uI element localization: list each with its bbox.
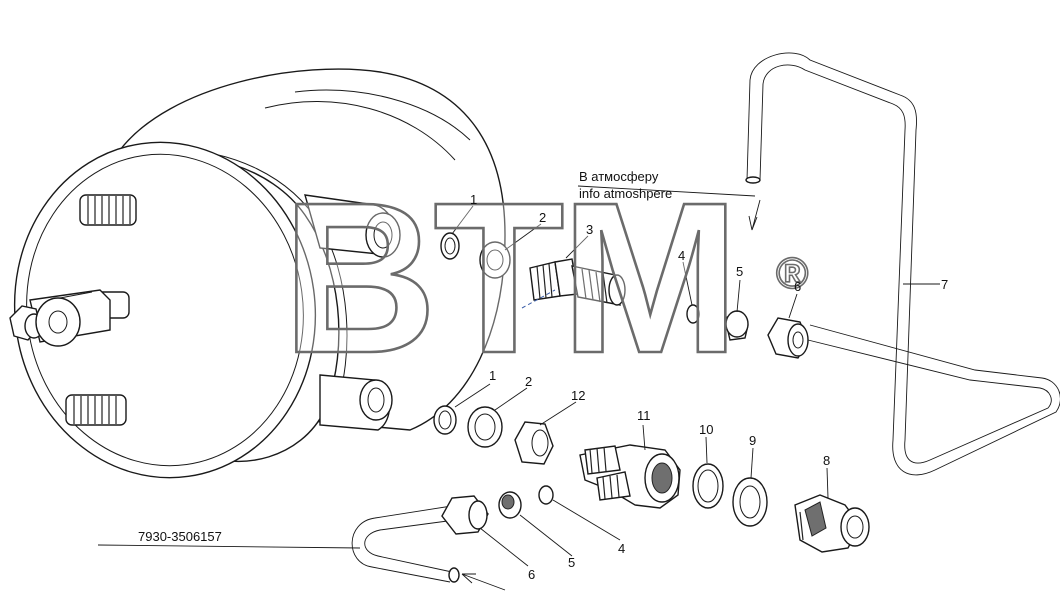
mounting-stud-upper [79, 194, 137, 226]
watermark-registered-mark: ® [776, 249, 808, 298]
callout-numbers: 1 2 3 4 5 6 7 1 2 12 11 10 9 8 6 5 4 [470, 192, 948, 582]
bottom-row-parts [351, 405, 870, 583]
callout-1-bottom: 1 [489, 368, 496, 383]
small-ring-bottom [538, 485, 554, 505]
callout-5-top: 5 [736, 264, 743, 279]
callout-12: 12 [571, 388, 585, 403]
tee-fitting [579, 444, 681, 509]
callout-1-top: 1 [470, 192, 477, 207]
threaded-nipple [529, 258, 626, 306]
tube-assembly [351, 495, 489, 583]
callout-10: 10 [699, 422, 713, 437]
annotations: В атмосферу info atmoshpere 7930-3506157 [138, 169, 672, 544]
valve-8 [794, 494, 870, 553]
callout-9: 9 [749, 433, 756, 448]
breather-pipe [745, 52, 1060, 476]
small-ring-top [686, 304, 700, 324]
o-ring-top [440, 232, 460, 260]
callout-2-top: 2 [539, 210, 546, 225]
mounting-stud-lower [65, 394, 127, 426]
top-row-parts [440, 52, 1060, 476]
leader-lines [97, 185, 940, 591]
washer-bottom [467, 406, 503, 448]
brake-chamber [9, 68, 506, 479]
plug-top [724, 310, 749, 341]
tube-nut-top [767, 317, 809, 359]
plug-bottom [498, 491, 522, 519]
callout-3: 3 [586, 222, 593, 237]
atmosphere-label-en: info atmoshpere [579, 186, 672, 201]
callout-2-bottom: 2 [525, 374, 532, 389]
callout-11: 11 [637, 408, 651, 423]
callout-6-top: 6 [794, 279, 801, 294]
callout-4-bottom: 4 [618, 541, 625, 556]
atmosphere-label-ru: В атмосферу [579, 169, 659, 184]
o-ring-bottom [433, 405, 457, 435]
washer-9 [732, 477, 768, 527]
part-number-label: 7930-3506157 [138, 529, 222, 544]
callout-8: 8 [823, 453, 830, 468]
btm-watermark: BTM ® [281, 156, 810, 400]
hex-nut [514, 421, 554, 465]
callout-6-bottom: 6 [528, 567, 535, 582]
washer-top [479, 241, 511, 279]
watermark-brand: BTM [282, 157, 736, 398]
callout-4-top: 4 [678, 248, 685, 263]
callout-5-bottom: 5 [568, 555, 575, 570]
push-rod-clevis [9, 289, 130, 347]
callout-7: 7 [941, 277, 948, 292]
